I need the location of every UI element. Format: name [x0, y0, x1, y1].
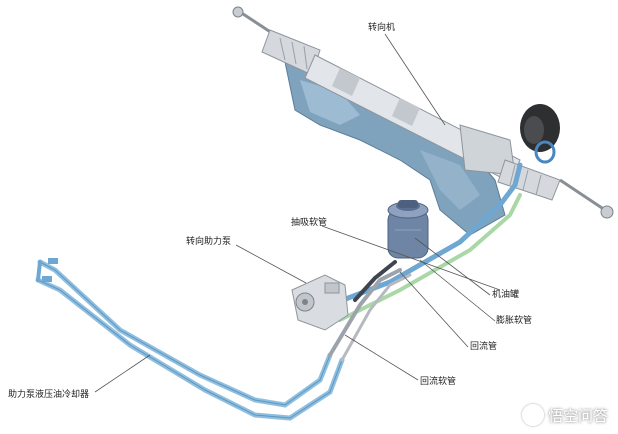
label-suction-hose: 抽吸软管: [291, 218, 328, 228]
label-cooler: 助力泵液压油冷却器: [8, 390, 90, 400]
steering-rack: [232, 6, 614, 219]
label-return-pipe: 回流管: [470, 342, 498, 352]
label-oil-reservoir: 机油罐: [492, 290, 520, 300]
subframe-bracket: [284, 61, 506, 236]
watermark-text: 悟空问答: [547, 406, 608, 425]
label-power-pump: 转向助力泵: [186, 237, 232, 247]
label-steering-gear: 转向机: [368, 23, 396, 33]
cooler-pipes: [35, 258, 345, 421]
watermark: 悟空问答: [521, 404, 608, 426]
leader-lines: [94, 33, 501, 393]
power-steering-pump: [291, 274, 349, 331]
label-expansion-hose: 膨胀软管: [496, 316, 533, 326]
chat-bubble-icon: [521, 404, 544, 426]
oil-reservoir: [387, 200, 429, 259]
hoses: [327, 162, 523, 362]
label-return-hose: 回流软管: [420, 377, 457, 387]
